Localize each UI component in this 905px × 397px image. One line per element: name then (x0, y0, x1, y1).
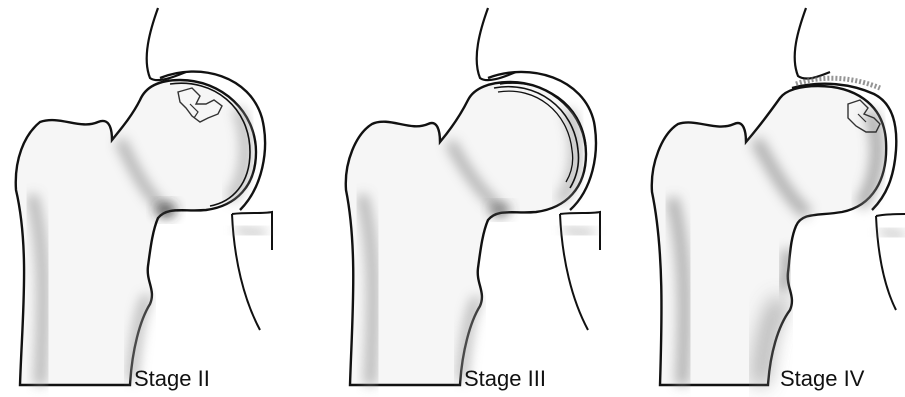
stage-2-label: Stage II (134, 366, 210, 391)
stage-3-label: Stage III (464, 366, 546, 391)
stage-4-label: Stage IV (780, 366, 865, 391)
